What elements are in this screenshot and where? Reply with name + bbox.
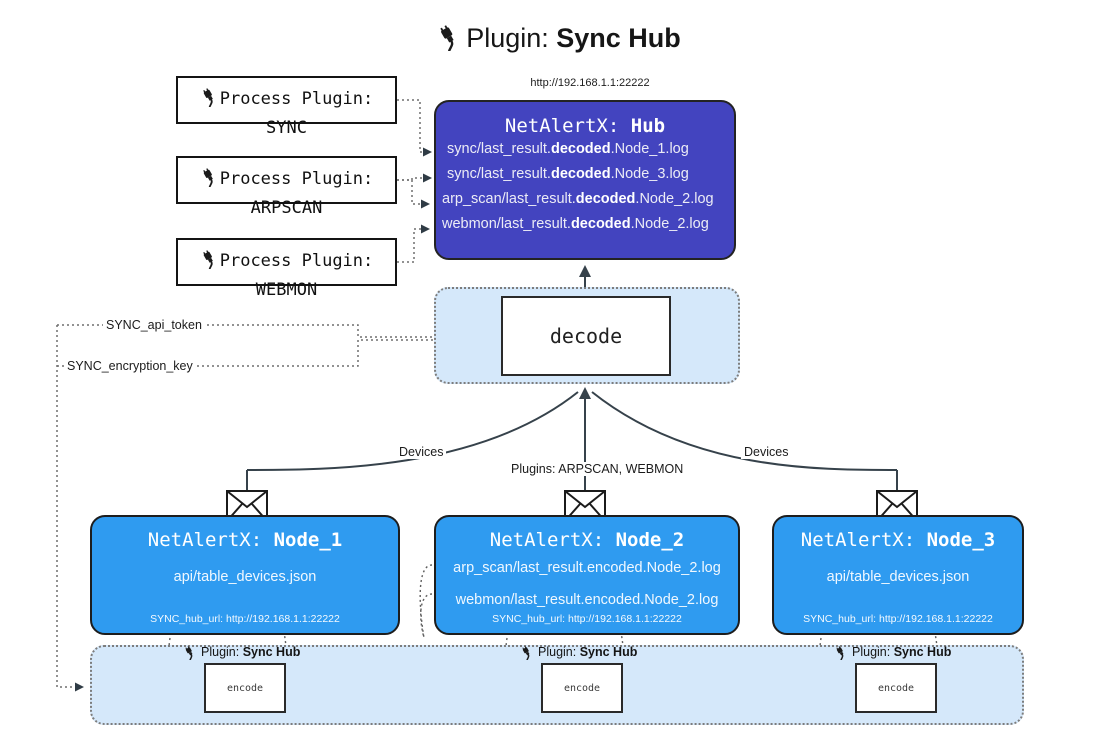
sync-hub-plugin-tag: Plugin: Sync Hub xyxy=(834,645,951,663)
process-plugin-name: ARPSCAN xyxy=(250,198,323,218)
plug-icon xyxy=(200,88,219,115)
edge-label-devices-right: Devices xyxy=(741,445,792,459)
plug-icon xyxy=(436,22,462,62)
sync-api-token-label: SYNC_api_token xyxy=(103,318,205,332)
log-bold: decoded xyxy=(575,191,636,207)
process-plugin-label: Process Plugin: xyxy=(178,248,395,277)
tag-prefix: Plugin: xyxy=(201,645,243,659)
hub-log-line: webmon/last_result.decoded.Node_2.log xyxy=(436,212,734,237)
process-plugin-box-webmon[interactable]: Process Plugin: WEBMON xyxy=(176,238,397,300)
hub-url-label: http://192.168.1.1:22222 xyxy=(530,77,650,89)
node-title-name: Node_3 xyxy=(926,529,996,551)
title-name: Sync Hub xyxy=(556,23,681,53)
node-title-name: Node_1 xyxy=(273,529,343,551)
process-plugin-title: Process Plugin: xyxy=(219,251,374,271)
tag-name: Sync Hub xyxy=(893,645,952,659)
hub-title-prefix: NetAlertX: xyxy=(504,115,631,137)
process-plugin-title: Process Plugin: xyxy=(219,89,374,109)
node-title: NetAlertX: Node_1 xyxy=(92,529,398,551)
plug-icon xyxy=(200,250,219,277)
hub-log-line: arp_scan/last_result.decoded.Node_2.log xyxy=(436,187,734,212)
tag-prefix: Plugin: xyxy=(852,645,894,659)
node-resource-line: api/table_devices.json xyxy=(173,569,317,585)
log-bold: decoded xyxy=(550,166,611,182)
encode-box[interactable]: encode xyxy=(541,663,623,713)
plug-icon xyxy=(834,646,848,663)
process-plugin-box-sync[interactable]: Process Plugin: SYNC xyxy=(176,76,397,138)
node-box-node-3[interactable]: NetAlertX: Node_3 api/table_devices.json… xyxy=(772,515,1024,635)
log-post: .Node_3.log xyxy=(610,166,689,182)
page-title: Plugin: Sync Hub xyxy=(0,18,1117,62)
log-post: .Node_2.log xyxy=(635,191,714,207)
sync-encryption-key-label: SYNC_encryption_key xyxy=(64,359,196,373)
log-pre: arp_scan/last_result. xyxy=(442,191,576,207)
tag-prefix: Plugin: xyxy=(538,645,580,659)
process-plugin-label: Process Plugin: xyxy=(178,86,395,115)
process-plugin-name: SYNC xyxy=(266,118,307,138)
node-title: NetAlertX: Node_3 xyxy=(774,529,1022,551)
sync-hub-plugin-tag: Plugin: Sync Hub xyxy=(183,645,300,663)
sync-hub-plugin-tag: Plugin: Sync Hub xyxy=(520,645,637,663)
node-resource-line: arp_scan/last_result.encoded.Node_2.log xyxy=(453,560,721,576)
tag-name: Sync Hub xyxy=(579,645,638,659)
tag-name: Sync Hub xyxy=(242,645,301,659)
hub-node[interactable]: NetAlertX: Hub sync/last_result.decoded.… xyxy=(434,100,736,260)
log-post: .Node_2.log xyxy=(630,216,709,232)
node-hub-url: SYNC_hub_url: http://192.168.1.1:22222 xyxy=(150,613,340,625)
node-hub-url: SYNC_hub_url: http://192.168.1.1:22222 xyxy=(803,613,993,625)
node-title-prefix: NetAlertX: xyxy=(489,529,616,551)
log-pre: sync/last_result. xyxy=(447,141,551,157)
process-plugin-title: Process Plugin: xyxy=(219,169,374,189)
process-plugin-name: WEBMON xyxy=(255,280,318,300)
log-pre: webmon/last_result. xyxy=(442,216,571,232)
edge-label-devices-left: Devices xyxy=(396,445,447,459)
process-plugin-box-arpscan[interactable]: Process Plugin: ARPSCAN xyxy=(176,156,397,218)
node-resource-line: api/table_devices.json xyxy=(826,569,970,585)
hub-log-line: sync/last_result.decoded.Node_1.log xyxy=(436,137,734,162)
node-title-prefix: NetAlertX: xyxy=(800,529,927,551)
node-title-prefix: NetAlertX: xyxy=(147,529,274,551)
hub-title: NetAlertX: Hub xyxy=(436,115,734,137)
decode-box[interactable]: decode xyxy=(501,296,671,376)
log-bold: decoded xyxy=(550,141,611,157)
plug-icon xyxy=(520,646,534,663)
log-bold: decoded xyxy=(570,216,631,232)
plug-icon xyxy=(183,646,197,663)
node-box-node-2[interactable]: NetAlertX: Node_2 arp_scan/last_result.e… xyxy=(434,515,740,635)
hub-log-line: sync/last_result.decoded.Node_3.log xyxy=(436,162,734,187)
title-prefix: Plugin: xyxy=(466,23,557,53)
process-plugin-label: Process Plugin: xyxy=(178,166,395,195)
node-title: NetAlertX: Node_2 xyxy=(436,529,738,551)
node-box-node-1[interactable]: NetAlertX: Node_1 api/table_devices.json… xyxy=(90,515,400,635)
encode-box[interactable]: encode xyxy=(204,663,286,713)
log-pre: sync/last_result. xyxy=(447,166,551,182)
node-title-name: Node_2 xyxy=(615,529,685,551)
encode-box[interactable]: encode xyxy=(855,663,937,713)
plug-icon xyxy=(200,168,219,195)
log-post: .Node_1.log xyxy=(610,141,689,157)
hub-title-name: Hub xyxy=(630,115,666,137)
node-hub-url: SYNC_hub_url: http://192.168.1.1:22222 xyxy=(492,613,682,625)
edge-label-plugins: Plugins: ARPSCAN, WEBMON xyxy=(508,462,687,476)
node-resource-line: webmon/last_result.encoded.Node_2.log xyxy=(455,592,719,608)
